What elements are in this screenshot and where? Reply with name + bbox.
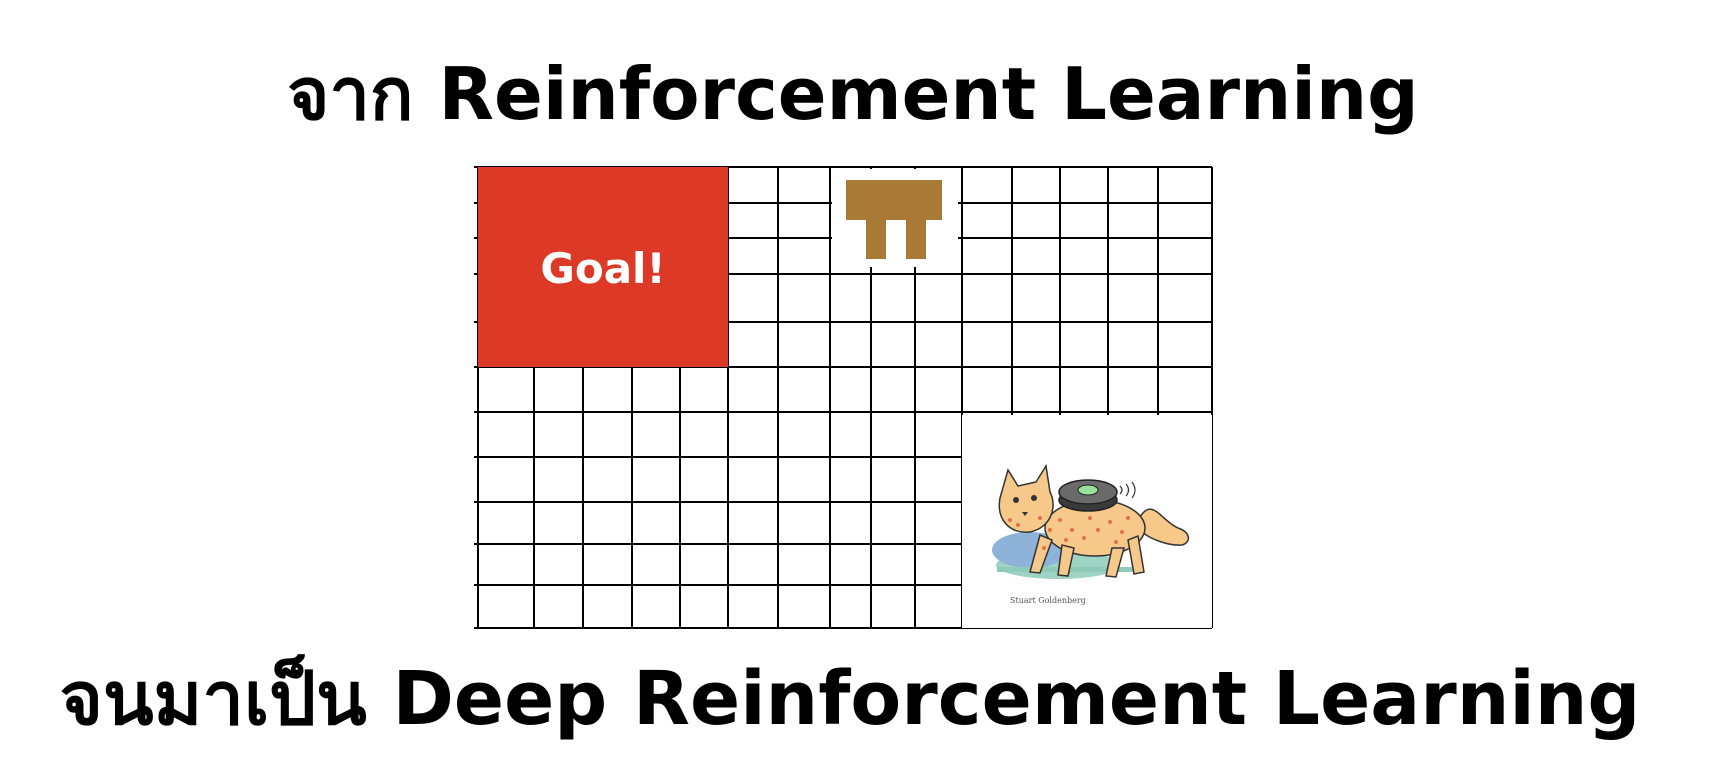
illustration-credit: Stuart Goldenberg bbox=[1010, 596, 1086, 605]
title-bottom: จนมาเป็น Deep Reinforcement Learning bbox=[59, 656, 1641, 742]
cat-with-robot-vacuum-icon bbox=[992, 463, 1190, 579]
goal-label: Goal! bbox=[540, 244, 665, 293]
title-top: จาก Reinforcement Learning bbox=[287, 52, 1419, 136]
table-icon bbox=[832, 169, 958, 267]
goal-region bbox=[478, 167, 728, 367]
